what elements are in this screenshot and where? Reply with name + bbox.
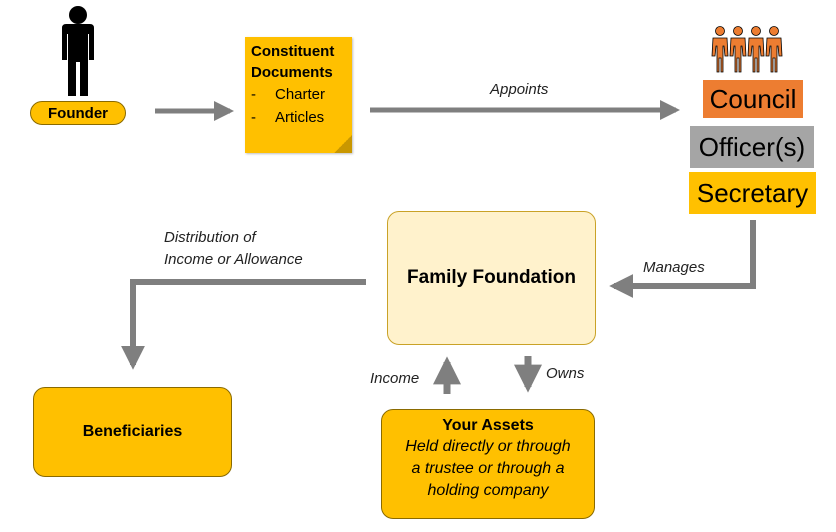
assets-desc-line1: Held directly or through [405,438,571,455]
income-label: Income [370,370,420,387]
assets-title: Your Assets [442,417,534,434]
document-item-label: Articles [275,109,325,126]
your-assets-box: Your Assets Held directly or through a t… [381,409,595,519]
owns-label: Owns [546,365,585,382]
people-group-icon [711,26,783,73]
document-item-articles: - Articles [251,106,346,129]
person-icon [62,6,94,96]
document-item-charter: - Charter [251,83,346,106]
distribution-label-line1: Distribution of [164,229,256,246]
distribution-arrow [121,279,366,370]
founder-label: Founder [30,101,126,125]
page-fold-icon [334,135,352,153]
beneficiaries-label: Beneficiaries [82,423,183,440]
beneficiaries-box: Beneficiaries [33,387,232,477]
officers-box: Officer(s) [690,126,814,168]
distribution-label-line2: Income or Allowance [164,251,303,268]
secretary-box: Secretary [689,172,816,214]
bullet-dash: - [251,86,256,103]
assets-desc-line2: a trustee or through a [411,460,565,477]
bullet-dash: - [251,109,256,126]
assets-desc-line3: holding company [427,482,549,499]
appoints-label: Appoints [490,81,549,98]
constituent-documents-note: Constituent Documents - Charter - Articles [245,37,352,153]
manages-arrow [609,220,756,298]
council-box: Council [703,80,803,118]
family-foundation-box: Family Foundation [387,211,596,345]
manages-label: Manages [643,259,705,276]
family-foundation-label: Family Foundation [407,267,576,288]
documents-title-line2: Documents [251,64,333,81]
documents-title-line1: Constituent [251,43,335,60]
document-item-label: Charter [275,86,326,103]
